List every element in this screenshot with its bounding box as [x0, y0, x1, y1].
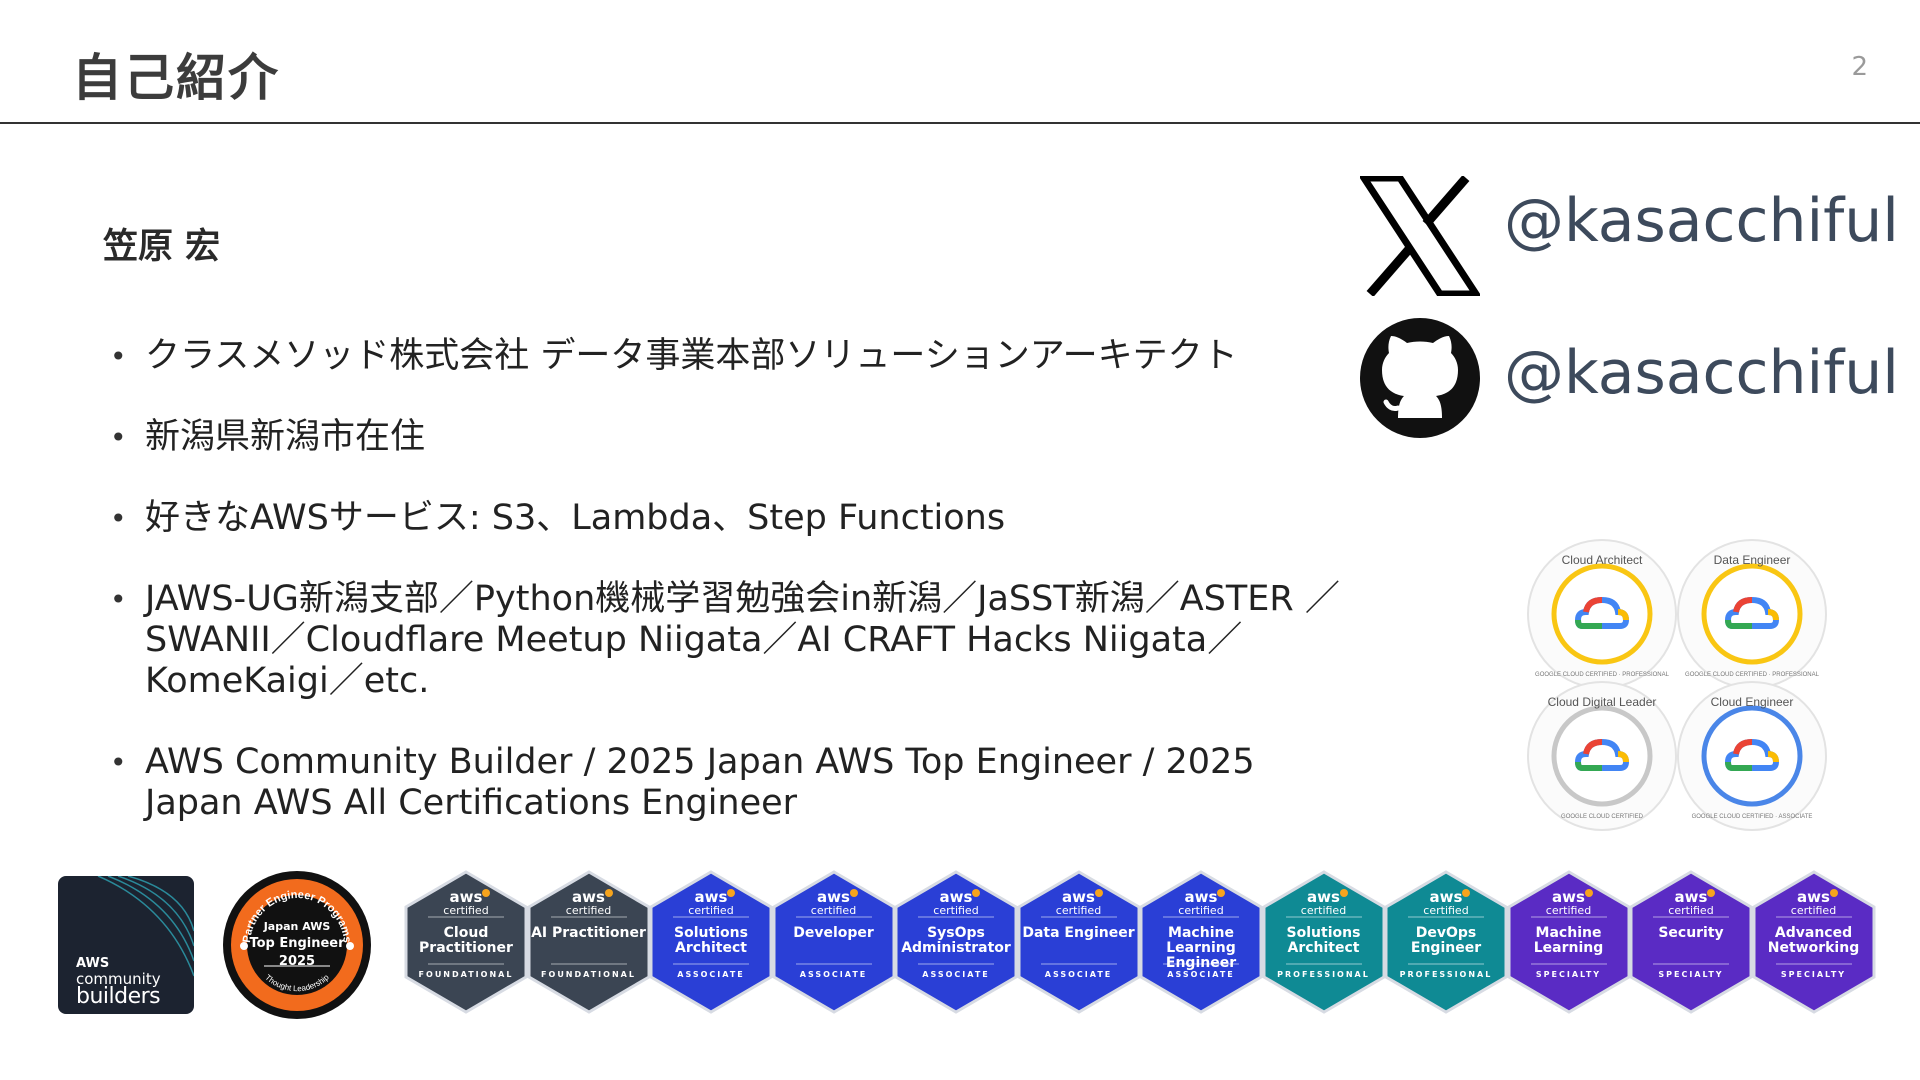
bottom-badge-row: AWS community builders Partner Engineer … [58, 870, 1878, 1020]
google-cloud-badge-grid: Cloud Architect GOOGLE CLOUD CERTIFIED ·… [1526, 538, 1828, 832]
hex-aws-label: aws [1062, 888, 1095, 906]
social-github[interactable]: @kasacchiful [1360, 318, 1899, 438]
te-line3: 2025 [278, 954, 316, 969]
hex-cert-name: SysOps Administrator [901, 925, 1011, 956]
gc-badge-cloud-digital-leader: Cloud Digital Leader GOOGLE CLOUD CERTIF… [1526, 680, 1678, 832]
profile-name: 笠原 宏 [103, 227, 221, 267]
gc-badge-cloud-architect: Cloud Architect GOOGLE CLOUD CERTIFIED ·… [1526, 538, 1678, 690]
hex-certified-label: certified [565, 904, 612, 917]
gc-badge-ring-label: Cloud Digital Leader [1548, 695, 1657, 709]
gc-badge-bottom-label: GOOGLE CLOUD CERTIFIED · ASSOCIATE [1692, 814, 1813, 820]
gc-badge-ring-label: Data Engineer [1714, 553, 1791, 567]
hex-aws-label: aws [1674, 888, 1708, 906]
hex-aws-label: aws [572, 888, 605, 906]
cb-label-aws: AWS [76, 956, 110, 971]
hex-certified-label: certified [1178, 904, 1224, 917]
gc-badge-bottom-label: GOOGLE CLOUD CERTIFIED · PROFESSIONAL [1685, 672, 1820, 678]
hex-cert-level: ASSOCIATE [922, 970, 990, 979]
hex-certified-label: certified [688, 904, 734, 917]
bullet-item-residence: 新潟県新潟市在住 [110, 417, 1360, 458]
github-handle[interactable]: @kasacchiful [1504, 338, 1899, 408]
hex-certified-label: certified [1790, 904, 1837, 917]
hex-certified-label: certified [443, 904, 489, 917]
hex-certified-label: certified [1668, 904, 1714, 917]
hex-aws-label: aws [1429, 888, 1463, 906]
hex-certified-label: certified [1545, 904, 1592, 917]
hex-cert-level: ASSOCIATE [799, 970, 868, 979]
page-number: 2 [1851, 52, 1868, 82]
hex-cert-level: FOUNDATIONAL [541, 970, 636, 979]
hex-aws-label: aws [817, 888, 850, 906]
hex-cert-level: SPECIALTY [1780, 970, 1847, 979]
slide-header: 自己紹介 2 [0, 0, 1920, 124]
bullet-item-awards: AWS Community Builder / 2025 Japan AWS T… [110, 742, 1360, 824]
hex-cert-name: Cloud Practitioner [419, 925, 513, 956]
hex-cert-level: PROFESSIONAL [1399, 970, 1493, 979]
hex-certified-label: certified [1423, 904, 1469, 917]
hex-cert-name: DevOps Engineer [1410, 925, 1482, 956]
hex-cert-name: Data Engineer [1022, 925, 1135, 941]
x-logo-icon [1360, 176, 1480, 296]
hex-cert-level: SPECIALTY [1658, 970, 1724, 979]
hex-cert-name: Machine Learning [1533, 925, 1604, 956]
page-title: 自己紹介 [72, 49, 280, 107]
hex-certified-label: certified [810, 904, 857, 917]
x-handle[interactable]: @kasacchiful [1504, 186, 1899, 256]
profile-bullet-list: クラスメソッド株式会社 データ事業本部ソリューションアーキテクト 新潟県新潟市在… [110, 336, 1360, 864]
community-builders-badge: AWS community builders [58, 876, 194, 1014]
github-logo-icon [1360, 318, 1480, 438]
te-line1: Japan AWS [263, 920, 331, 933]
hex-aws-label: aws [694, 888, 728, 906]
hex-cert-name: Solutions Architect [1286, 925, 1361, 956]
hex-cert-name: Advanced Networking [1767, 925, 1860, 956]
hex-cert-level: ASSOCIATE [677, 970, 745, 979]
hex-aws-label: aws [449, 888, 483, 906]
cb-label-builders: builders [76, 984, 161, 1009]
hex-aws-label: aws [1184, 888, 1218, 906]
hex-cert-name: Solutions Architect [674, 925, 748, 956]
top-engineer-badge: Partner Engineer Programs Thought Leader… [222, 870, 372, 1020]
hex-cert-level: PROFESSIONAL [1277, 970, 1370, 979]
gc-badge-bottom-label: GOOGLE CLOUD CERTIFIED · PROFESSIONAL [1535, 672, 1670, 678]
gc-badge-cloud-engineer: Cloud Engineer GOOGLE CLOUD CERTIFIED · … [1676, 680, 1828, 832]
gc-badge-data-engineer: Data Engineer GOOGLE CLOUD CERTIFIED · P… [1676, 538, 1828, 690]
cb-label-community: community [76, 970, 161, 988]
hex-aws-label: aws [1797, 888, 1830, 906]
hex-aws-label: aws [1307, 888, 1340, 906]
hex-certified-label: certified [1300, 904, 1347, 917]
hex-cert-name: Developer [793, 925, 874, 941]
te-line2: Top Engineer [249, 936, 345, 951]
hex-cert-name: AI Practitioner [531, 925, 646, 941]
hex-cert-name: Machine Learning Engineer [1165, 925, 1237, 971]
social-x[interactable]: @kasacchiful [1360, 176, 1899, 296]
hex-certified-label: certified [933, 904, 979, 917]
bullet-item-company: クラスメソッド株式会社 データ事業本部ソリューションアーキテクト [110, 336, 1360, 377]
bullet-item-favorite-services: 好きなAWSサービス: S3、Lambda、Step Functions [110, 498, 1360, 539]
gc-badge-ring-label: Cloud Architect [1562, 553, 1643, 567]
hex-cert-name: Security [1658, 925, 1724, 941]
hex-cert-level: FOUNDATIONAL [418, 970, 514, 979]
hex-certified-label: certified [1055, 904, 1102, 917]
gc-badge-ring-label: Cloud Engineer [1711, 695, 1794, 709]
hex-aws-label: aws [939, 888, 973, 906]
hex-cert-level: SPECIALTY [1535, 970, 1602, 979]
hex-cert-level: ASSOCIATE [1167, 970, 1235, 979]
bullet-item-communities: JAWS-UG新潟支部／Python機械学習勉強会in新潟／JaSST新潟／AS… [110, 579, 1360, 702]
gc-badge-bottom-label: GOOGLE CLOUD CERTIFIED [1561, 814, 1644, 820]
hex-cert-level: ASSOCIATE [1044, 970, 1113, 979]
hex-aws-label: aws [1552, 888, 1585, 906]
